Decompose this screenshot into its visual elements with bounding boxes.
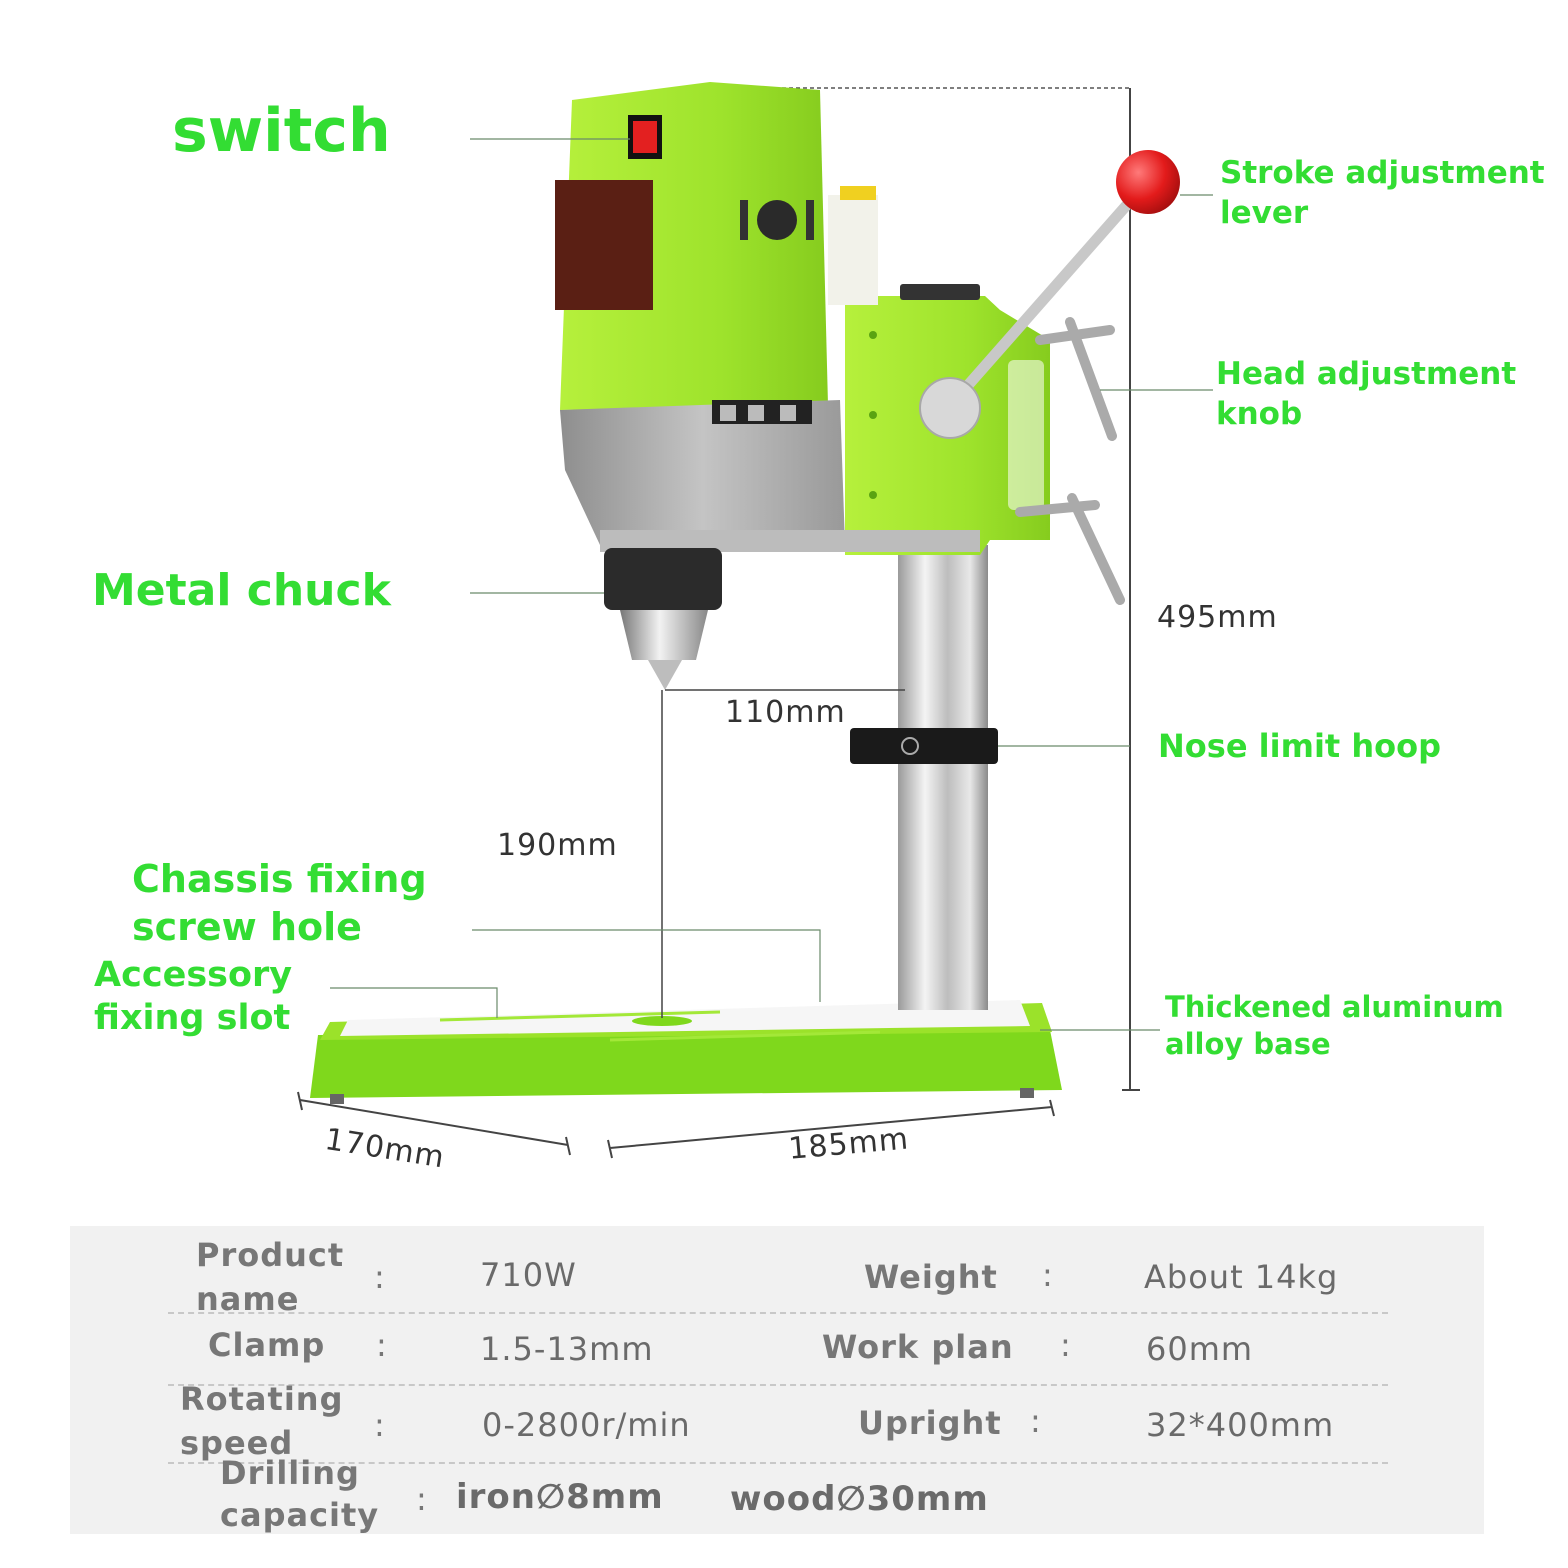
label-head-knob: Head adjustment knob: [1216, 356, 1517, 432]
height-dimension-line: [1122, 88, 1140, 1091]
spec-key-clamp: Clamp: [208, 1326, 326, 1364]
label-base-2: alloy base: [1165, 1027, 1331, 1061]
head-adjustment-knob-shape: [1035, 317, 1117, 441]
spec-value: 710W: [480, 1256, 577, 1294]
spec-value: 32*400mm: [1146, 1406, 1335, 1444]
nose-limit-hoop-shape: [850, 728, 998, 764]
spec-sep: :: [374, 1406, 386, 1444]
label-stroke-lever: Stroke adjustment lever: [1220, 155, 1545, 231]
spec-key-product-a: Product: [196, 1236, 345, 1274]
spec-value: 0-2800r/min: [482, 1406, 691, 1444]
spec-sep: :: [1042, 1256, 1054, 1294]
dim-height: 495mm: [1157, 600, 1278, 635]
label-chassis-hole-1: Chassis fixing: [132, 857, 427, 901]
motor-body: [560, 82, 828, 410]
label-chassis-hole-2: screw hole: [132, 905, 362, 949]
spec-key-work-plan: Work plan: [822, 1328, 1014, 1366]
spec-value: 1.5-13mm: [480, 1330, 654, 1368]
spec-key-drilling-b: capacity: [220, 1496, 380, 1534]
label-switch: switch: [172, 96, 391, 166]
spec-sep: :: [376, 1326, 388, 1364]
spec-sep: :: [1060, 1326, 1072, 1364]
spec-key-weight: Weight: [864, 1258, 998, 1296]
spec-key-rotating-b: speed: [180, 1424, 294, 1462]
leader-chassis: [472, 929, 821, 1002]
label-nose-hoop: Nose limit hoop: [1158, 727, 1441, 765]
spec-divider: [168, 1384, 1388, 1386]
label-base-1: Thickened aluminum: [1165, 990, 1504, 1024]
base-depth-line: [297, 1091, 571, 1156]
spec-sep: :: [374, 1258, 386, 1296]
dim-chuck-to-base: 190mm: [497, 828, 618, 863]
spec-key-rotating-a: Rotating: [180, 1380, 344, 1418]
stroke-lever-shape: [949, 184, 1146, 406]
spec-value-wood: wood∅30mm: [730, 1479, 989, 1519]
spec-divider: [168, 1462, 1388, 1464]
spec-value-iron: iron∅8mm: [456, 1477, 664, 1517]
spec-key-upright: Upright: [858, 1404, 1002, 1442]
base-front: [310, 1030, 1062, 1098]
spec-value: About 14kg: [1144, 1258, 1339, 1296]
base-width-line: [607, 1099, 1055, 1159]
dim-throat: 110mm: [725, 695, 846, 730]
spec-value: 60mm: [1146, 1330, 1254, 1368]
spec-table: Product name : 710W Weight : About 14kg …: [70, 1226, 1484, 1534]
gear-housing: [560, 400, 845, 545]
label-accessory-slot-2: fixing slot: [94, 998, 291, 1038]
leader-slot: [330, 987, 498, 1018]
label-accessory-slot-1: Accessory: [94, 955, 293, 995]
spec-key-drilling-a: Drilling: [220, 1454, 360, 1492]
label-metal-chuck: Metal chuck: [92, 565, 391, 616]
spec-divider: [168, 1312, 1388, 1314]
spec-key-product-b: name: [196, 1280, 300, 1318]
metal-chuck-shape: [604, 548, 722, 610]
spec-sep: :: [1030, 1402, 1042, 1440]
spec-sep: :: [416, 1480, 428, 1518]
pillar: [898, 545, 988, 1010]
lever-ball: [1116, 150, 1180, 214]
